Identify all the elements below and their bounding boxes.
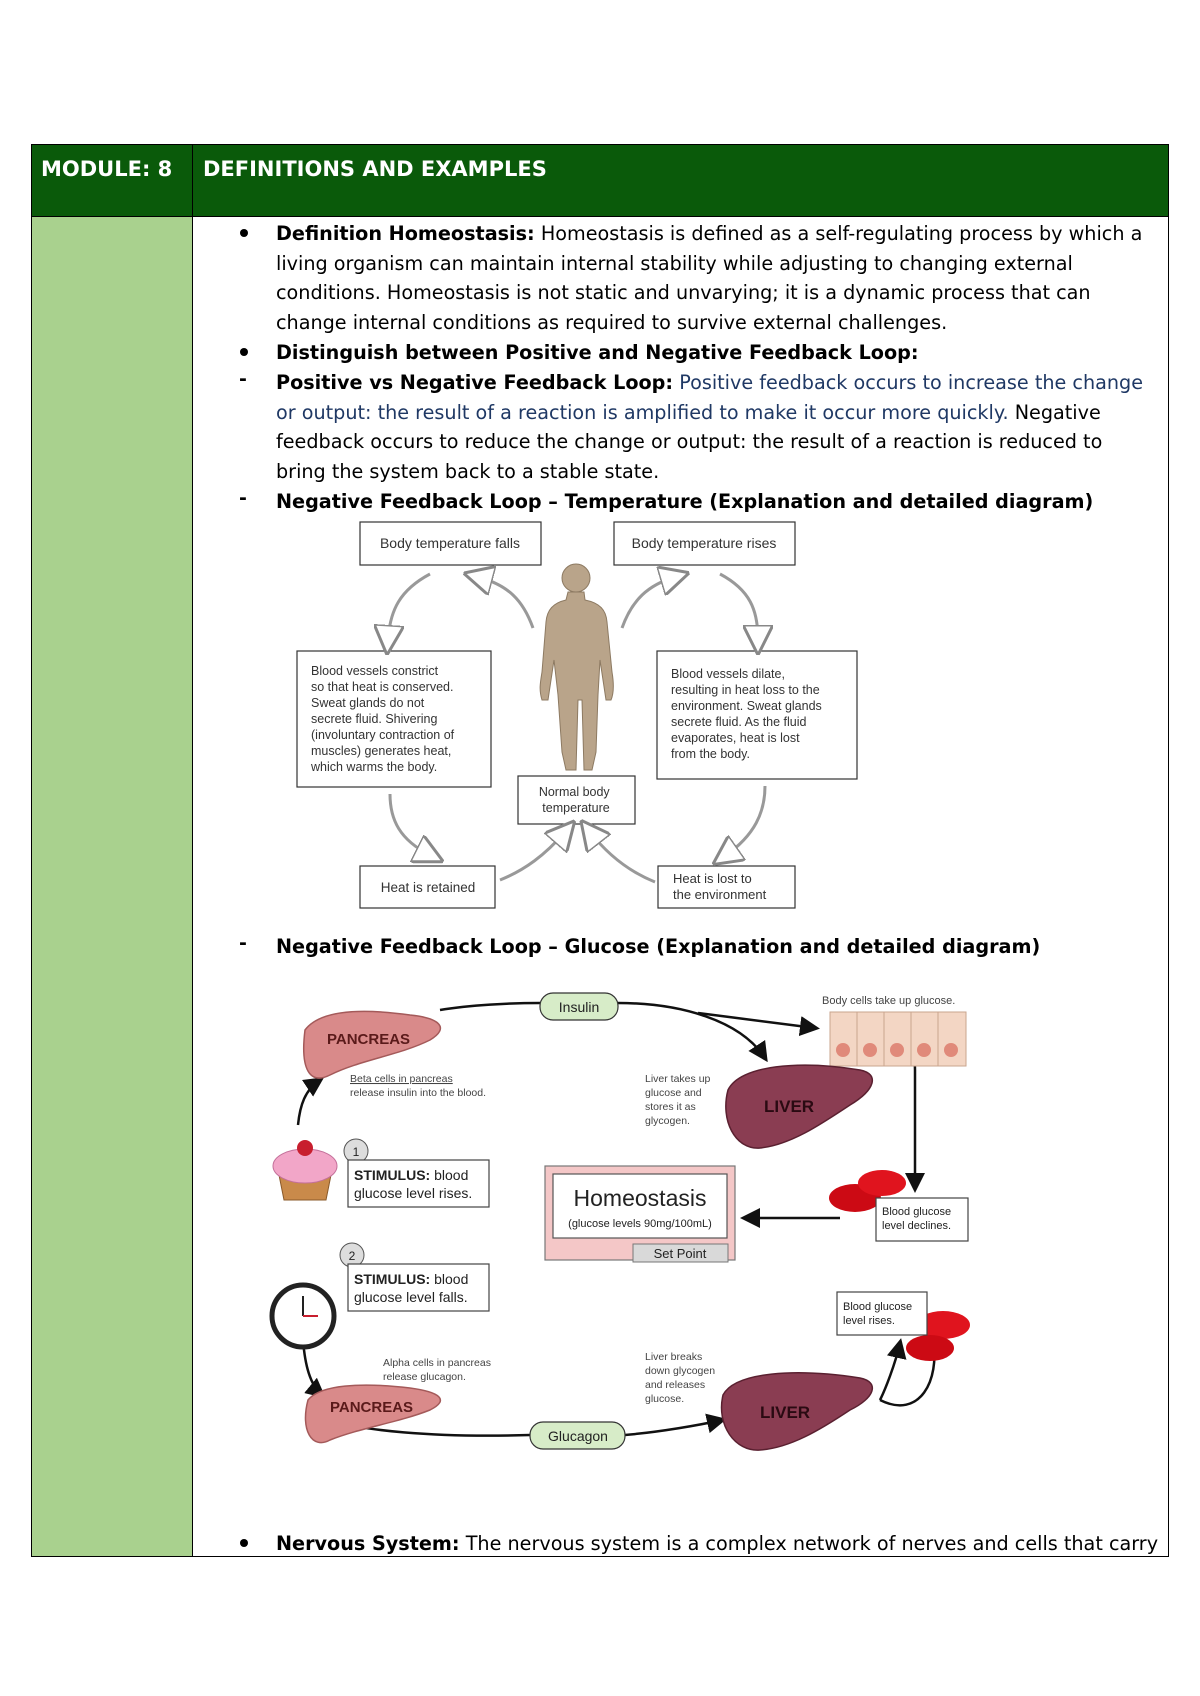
homeostasis-term: Definition Homeostasis: [276,222,535,245]
distinguish-heading: Distinguish between Positive and Negativ… [276,338,1156,368]
side-column [32,216,193,1556]
beta-cells-text: Beta cells in pancreas release insulin i… [350,1073,486,1099]
falls-text: Body temperature falls [380,535,520,551]
set-point-text: Set Point [654,1246,707,1261]
pancreas-bottom-icon: PANCREAS [304,1384,442,1444]
module-label: MODULE: 8 [41,157,173,181]
dilate-box: Blood vessels dilate, resulting in heat … [656,650,858,780]
alpha-cells-text: Alpha cells in pancreas release glucagon… [383,1357,494,1383]
glucose-heading-text: Negative Feedback Loop – Glucose (Explan… [276,935,1041,958]
module-header-cell: MODULE: 8 [32,145,193,216]
stimulus-1-number: 1 [353,1145,360,1159]
stimulus-2-number: 2 [349,1249,356,1263]
homeostasis-title: Homeostasis [574,1185,707,1211]
pancreas-top-icon: PANCREAS [303,1010,442,1079]
insulin-text: Insulin [559,999,599,1015]
homeostasis-set-point-box: Homeostasis (glucose levels 90mg/100mL) … [544,1165,736,1263]
temperature-heading-text: Negative Feedback Loop – Temperature (Ex… [276,490,1094,513]
dash-marker: - [239,368,247,390]
body-cells-icon [829,1011,967,1067]
homeostasis-text: Homeostasis is defined as a self-regulat… [276,222,1143,334]
constrict-text: Blood vessels constrict so that heat is … [310,664,458,774]
pos-vs-neg-blue-text: Positive feedback occurs to increase the… [276,371,1144,424]
glucose-declines-box: Blood glucose level declines. [875,1197,969,1242]
normal-box: Normal body temperature [517,775,636,825]
temp-arrows [388,574,765,884]
glucose-levels-text: (glucose levels 90mg/100mL) [568,1218,712,1230]
homeostasis-definition: Definition Homeostasis: Homeostasis is d… [276,219,1156,337]
stimulus-2-text: STIMULUS: blood glucose level falls. [354,1271,472,1305]
pos-vs-neg-text: Negative feedback occurs to reduce the c… [276,400,1103,483]
pos-vs-neg-paragraph: Positive vs Negative Feedback Loop: Posi… [276,368,1156,486]
falls-box: Body temperature falls [359,521,542,566]
stimulus-1-box: 1 STIMULUS: blood glucose level rises. [343,1138,490,1208]
retained-box: Heat is retained [359,865,496,909]
cupcake-icon [272,1140,338,1201]
red-blood-cells-top-icon [829,1170,906,1212]
glucagon-label-box: Glucagon [529,1421,626,1450]
liver-bottom-label: LIVER [760,1403,810,1422]
nervous-system-text: The nervous system is a complex network … [459,1532,1159,1555]
liver-top-icon: LIVER [725,1064,874,1149]
module-table: MODULE: 8 DEFINITIONS AND EXAMPLES [31,144,1169,1557]
retained-text: Heat is retained [381,880,476,895]
rises-box: Body temperature rises [613,521,796,566]
nervous-system-definition: Nervous System: The nervous system is a … [276,1529,1166,1559]
stimulus-2-box: 2 STIMULUS: blood glucose level falls. [339,1242,490,1312]
clock-icon [269,1282,337,1350]
stimulus-1-text: STIMULUS: blood glucose level rises. [354,1167,472,1201]
content-cell [193,216,1168,1556]
glucose-rises-box: Blood glucose level rises. [836,1291,928,1336]
section-title: DEFINITIONS AND EXAMPLES [203,157,547,181]
red-blood-cells-bottom-icon [906,1311,970,1361]
glucose-rises-text: Blood glucose level rises. [843,1301,915,1327]
glucagon-text: Glucagon [548,1428,608,1444]
bullet-icon [240,229,248,237]
human-figure-icon [539,563,614,771]
title-header-cell: DEFINITIONS AND EXAMPLES [193,145,1168,216]
liver-breaks-text: Liver breaks down glycogen and releases … [645,1351,718,1405]
bullet-icon [240,348,248,356]
dilate-text: Blood vessels dilate, resulting in heat … [671,667,825,761]
pos-vs-neg-term: Positive vs Negative Feedback Loop: [276,371,674,394]
body-cells-text: Body cells take up glucose. [822,995,955,1007]
temperature-heading: Negative Feedback Loop – Temperature (Ex… [276,487,1176,517]
liver-top-label: LIVER [764,1097,814,1116]
dash-marker: - [239,487,247,509]
nervous-system-term: Nervous System: [276,1532,460,1555]
pancreas-top-label: PANCREAS [327,1031,410,1048]
constrict-box: Blood vessels constrict so that heat is … [296,650,492,788]
normal-text: Normal body temperature [539,785,613,815]
lost-box: Heat is lost to the environment [657,865,796,909]
dash-marker: - [239,932,247,954]
glucose-declines-text: Blood glucose level declines. [882,1206,954,1232]
liver-bottom-icon: LIVER [720,1372,874,1451]
insulin-label-box: Insulin [539,992,619,1021]
liver-takes-text: Liver takes up glucose and stores it as … [645,1073,713,1127]
pancreas-bottom-label: PANCREAS [330,1399,413,1416]
distinguish-text: Distinguish between Positive and Negativ… [276,341,919,364]
glucose-heading: Negative Feedback Loop – Glucose (Explan… [276,932,1176,962]
lost-text: Heat is lost to the environment [673,871,767,902]
rises-text: Body temperature rises [632,535,777,551]
bullet-icon [240,1539,248,1547]
